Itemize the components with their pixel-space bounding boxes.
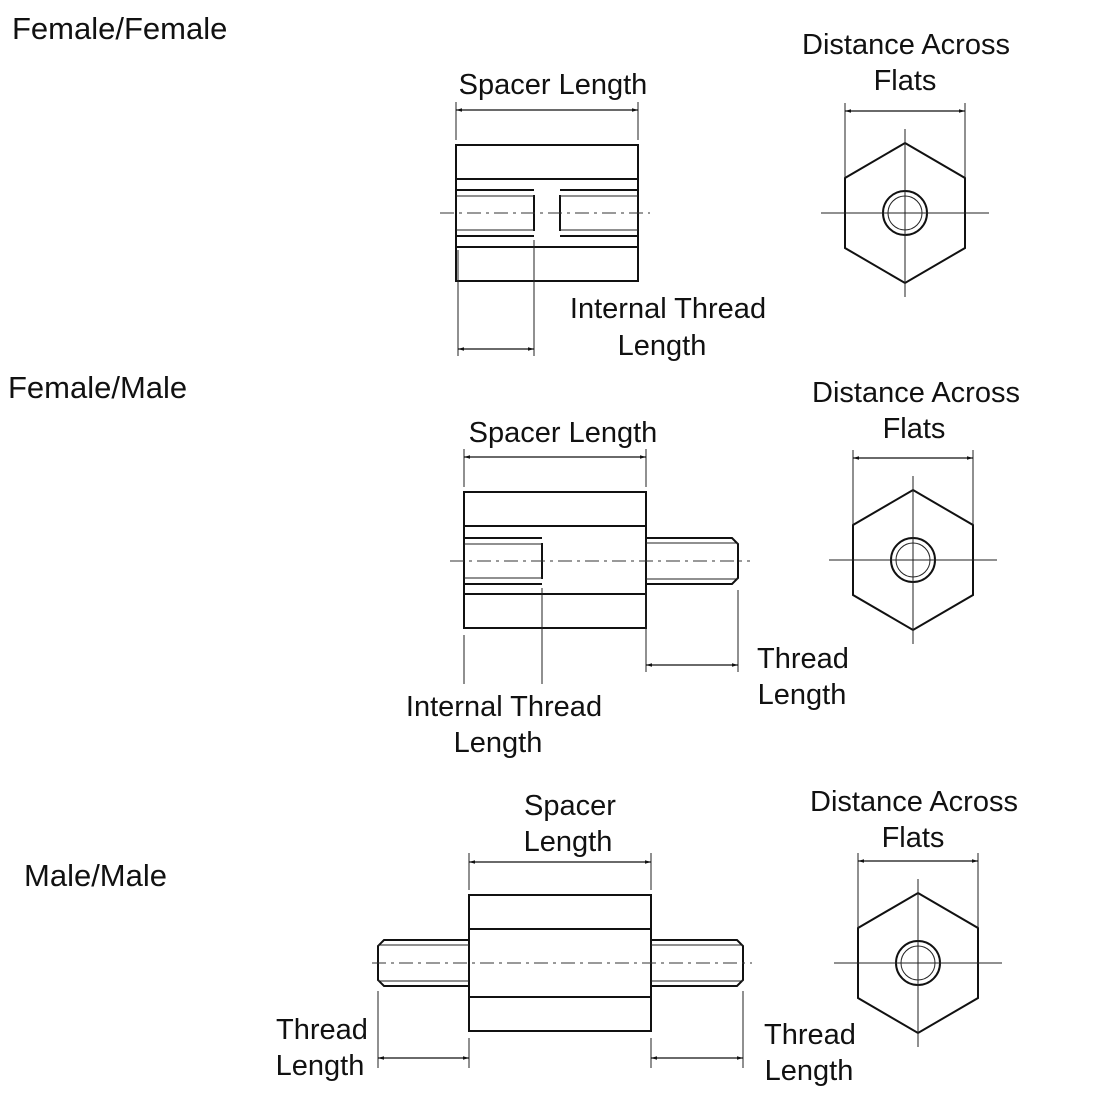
- left-thread-length-label-line2: Length: [276, 1050, 365, 1082]
- spacer-length-label-line2: Length: [524, 826, 613, 858]
- thread-root-line: [560, 195, 638, 231]
- left-thread-length-label: Thread: [276, 1014, 368, 1046]
- internal-thread-label: Internal Thread: [406, 691, 602, 723]
- female-female-drawing: [440, 102, 650, 356]
- section-title-female-male: Female/Male: [8, 370, 187, 405]
- across-flats-label: Distance Across: [802, 29, 1010, 61]
- female-male-drawing: [450, 449, 750, 684]
- thread-root-line: [456, 195, 534, 231]
- thread-length-label: Thread: [757, 643, 849, 675]
- across-flats-label: Distance Across: [810, 786, 1018, 818]
- internal-thread-hole: [559, 189, 638, 237]
- across-flats-label: Distance Across: [812, 377, 1020, 409]
- section-title-male-male: Male/Male: [24, 858, 167, 893]
- across-flats-label-line2: Flats: [883, 413, 946, 445]
- internal-thread-hole: [464, 537, 543, 585]
- spacer-length-label: Spacer Length: [459, 69, 648, 101]
- across-flats-label-line2: Flats: [882, 822, 945, 854]
- thread-root-line: [646, 542, 738, 580]
- internal-thread-label: Internal Thread: [570, 293, 766, 325]
- external-thread-stud: [646, 537, 739, 585]
- right-thread-length-label: Thread: [764, 1019, 856, 1051]
- spacer-length-label: Spacer: [524, 790, 616, 822]
- internal-thread-label-line2: Length: [454, 727, 543, 759]
- spacer-body: [463, 491, 647, 629]
- across-flats-label-line2: Flats: [874, 65, 937, 97]
- spacer-length-label: Spacer Length: [469, 417, 658, 449]
- right-thread-length-label-line2: Length: [765, 1055, 854, 1087]
- female-male-end-view: [829, 450, 997, 644]
- internal-thread-label-line2: Length: [618, 330, 707, 362]
- male-male-end-view: [834, 853, 1002, 1047]
- female-female-end-view: [821, 103, 989, 297]
- male-male-drawing: [372, 853, 752, 1068]
- thread-root-line: [651, 944, 743, 982]
- thread-root-line: [464, 543, 542, 579]
- thread-length-label-line2: Length: [758, 679, 847, 711]
- section-title-female-female: Female/Female: [12, 11, 227, 46]
- thread-root-line: [378, 944, 469, 982]
